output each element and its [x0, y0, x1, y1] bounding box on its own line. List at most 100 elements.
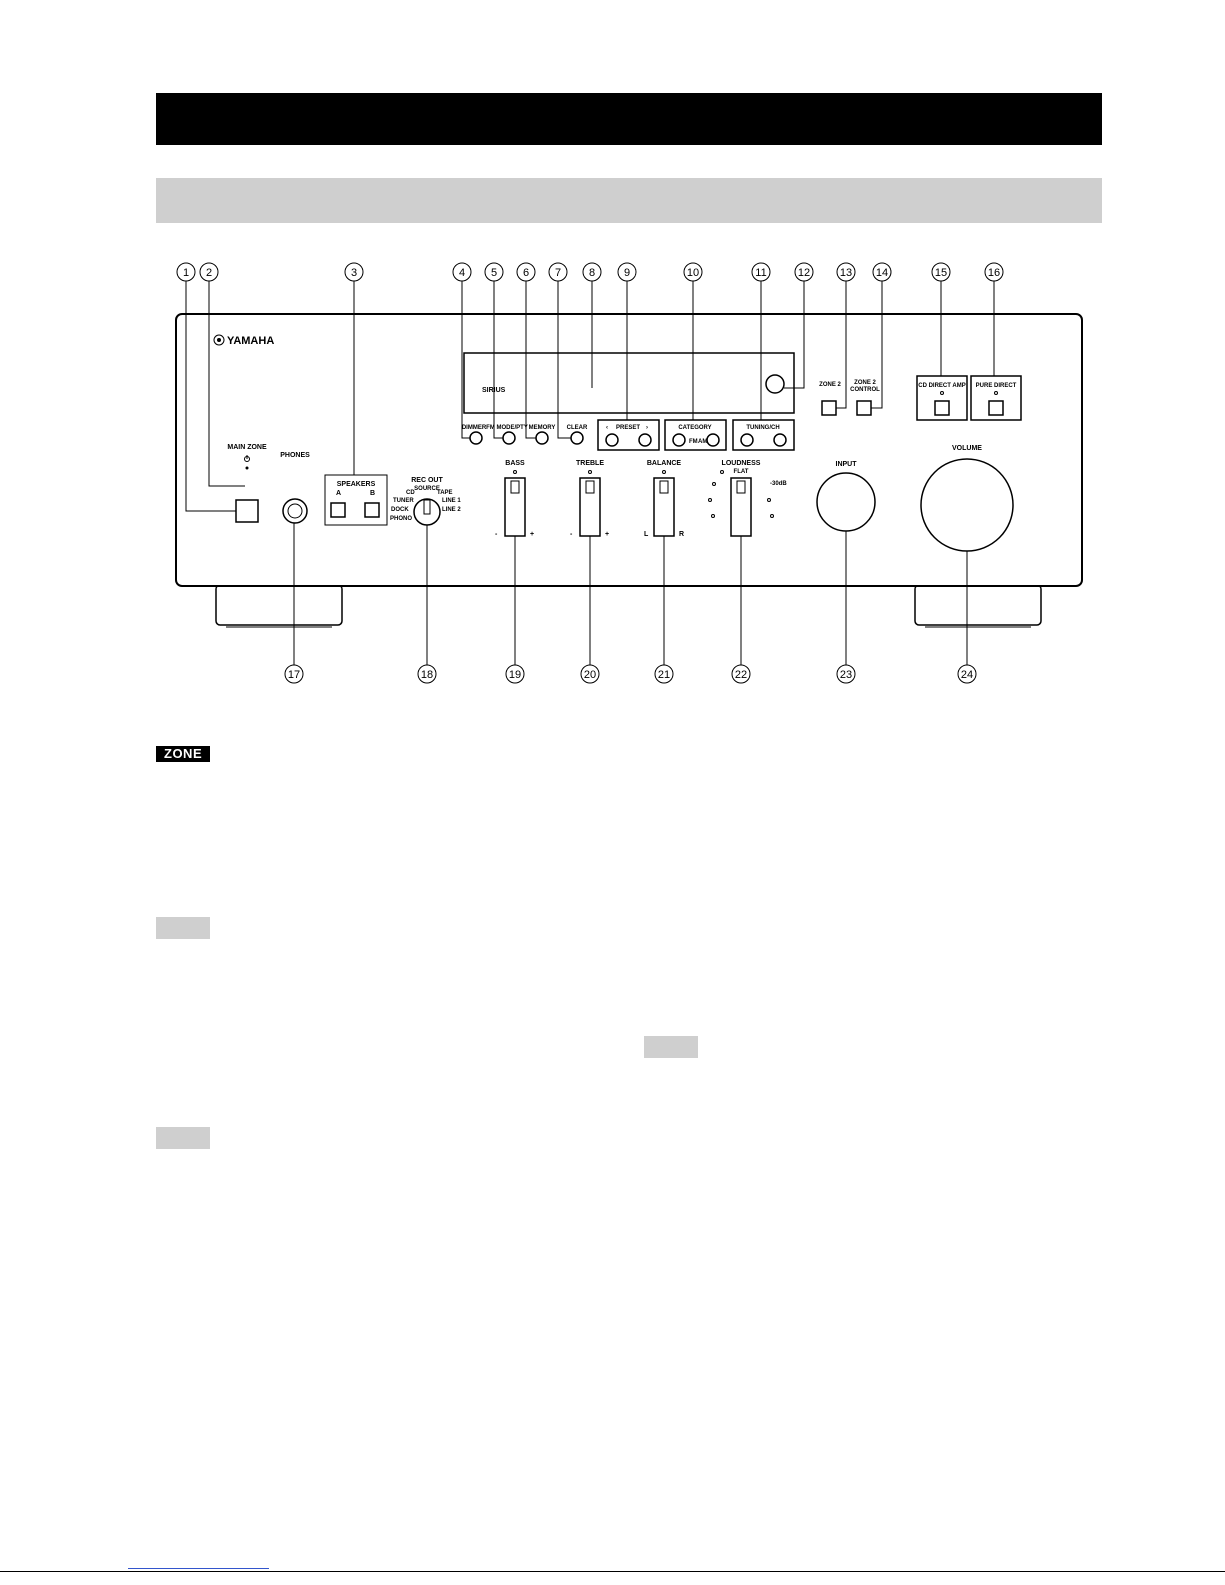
- svg-text:BALANCE: BALANCE: [647, 460, 682, 467]
- callout-4: 4: [452, 262, 472, 282]
- callout-24: 24: [957, 664, 977, 684]
- speaker-b-button[interactable]: [364, 502, 380, 518]
- front-display: [463, 352, 795, 414]
- remote-sensor: [765, 374, 785, 394]
- tuning-group: [732, 419, 795, 451]
- svg-text:19: 19: [509, 669, 521, 681]
- svg-text:MEMORY: MEMORY: [529, 425, 556, 431]
- callout-6: 6: [516, 262, 536, 282]
- callout-8: 8: [582, 262, 602, 282]
- note-tab-1: [156, 917, 210, 939]
- svg-text:+: +: [530, 531, 534, 538]
- svg-text:17: 17: [288, 669, 300, 681]
- svg-text:CATEGORY: CATEGORY: [678, 425, 711, 431]
- svg-text:DOCK: DOCK: [391, 507, 409, 513]
- svg-text:DIMMER: DIMMER: [462, 425, 487, 431]
- svg-text:7: 7: [555, 267, 561, 279]
- callout-1: 1: [176, 262, 196, 282]
- svg-text:TREBLE: TREBLE: [576, 460, 604, 467]
- callout-15: 15: [931, 262, 951, 282]
- svg-text:TUNER: TUNER: [393, 498, 414, 504]
- power-indicator: [245, 466, 249, 470]
- svg-text:PRESET: PRESET: [616, 425, 640, 431]
- callout-19: 19: [505, 664, 525, 684]
- standby-icon: [244, 455, 250, 462]
- zone-tag: ZONE: [156, 746, 211, 762]
- svg-text:L: L: [644, 531, 649, 538]
- svg-text:-: -: [495, 531, 498, 538]
- svg-text:YAMAHA: YAMAHA: [227, 335, 274, 347]
- callout-2: 2: [199, 262, 219, 282]
- left-foot: [215, 584, 343, 626]
- svg-text:2: 2: [206, 267, 212, 279]
- right-foot: [914, 584, 1042, 626]
- svg-text:AM: AM: [698, 439, 707, 445]
- footer-rule: [0, 1571, 1225, 1572]
- svg-text:CD DIRECT AMP: CD DIRECT AMP: [918, 383, 965, 389]
- svg-text:24: 24: [961, 669, 973, 681]
- pure-direct-button[interactable]: [988, 400, 1004, 416]
- preset-next-button[interactable]: [638, 433, 652, 447]
- preset-group: [597, 419, 660, 451]
- svg-text:9: 9: [624, 267, 630, 279]
- callout-row-bottom: 17 18 19 20 21 22 23 24: [284, 664, 977, 684]
- svg-text:PHONES: PHONES: [280, 452, 310, 459]
- callout-14: 14: [872, 262, 892, 282]
- category-down-button[interactable]: [672, 433, 686, 447]
- callout-22: 22: [731, 664, 751, 684]
- footer-link-underline[interactable]: [128, 1568, 269, 1569]
- callout-7: 7: [548, 262, 568, 282]
- callout-row-top: 1 2 3 4 5 6 7 8 9 10 11 12 13 14 15 16: [176, 262, 1004, 282]
- phones-jack[interactable]: [282, 498, 308, 524]
- tuning-down-button[interactable]: [740, 433, 754, 447]
- callout-21: 21: [654, 664, 674, 684]
- svg-text:INPUT: INPUT: [836, 461, 858, 468]
- svg-text:R: R: [679, 531, 684, 538]
- svg-text:BASS: BASS: [505, 460, 525, 467]
- svg-text:16: 16: [988, 267, 1000, 279]
- svg-text:LINE 2: LINE 2: [442, 507, 461, 513]
- svg-text:15: 15: [935, 267, 947, 279]
- note-tab-3: [156, 1127, 210, 1149]
- callout-10: 10: [683, 262, 703, 282]
- svg-text:23: 23: [840, 669, 852, 681]
- cd-direct-amp-button[interactable]: [934, 400, 950, 416]
- svg-text:SOURCE: SOURCE: [414, 486, 440, 492]
- tuning-up-button[interactable]: [773, 433, 787, 447]
- svg-text:14: 14: [876, 267, 888, 279]
- svg-text:22: 22: [735, 669, 747, 681]
- svg-text:TUNING/CH: TUNING/CH: [746, 425, 779, 431]
- svg-text:20: 20: [584, 669, 596, 681]
- category-group: [664, 419, 727, 451]
- svg-text:ZONE 2: ZONE 2: [819, 382, 841, 388]
- callout-5: 5: [484, 262, 504, 282]
- svg-text:1: 1: [183, 267, 189, 279]
- section-header-bar: [156, 93, 1102, 145]
- svg-text:-: -: [570, 531, 573, 538]
- callout-3: 3: [344, 262, 364, 282]
- pure-direct-group: [970, 375, 1022, 421]
- subsection-header-bar: [156, 178, 1102, 223]
- svg-text:3: 3: [351, 267, 357, 279]
- category-up-button[interactable]: [706, 433, 720, 447]
- svg-text:12: 12: [798, 267, 810, 279]
- svg-text:11: 11: [755, 267, 766, 279]
- callout-16: 16: [984, 262, 1004, 282]
- svg-text:CD: CD: [406, 490, 415, 496]
- callout-23: 23: [836, 664, 856, 684]
- svg-text:‹: ‹: [606, 425, 608, 431]
- svg-text:B: B: [370, 490, 375, 497]
- svg-text:ZONE 2: ZONE 2: [854, 380, 876, 386]
- preset-prev-button[interactable]: [605, 433, 619, 447]
- svg-text:5: 5: [491, 267, 497, 279]
- svg-text:21: 21: [658, 669, 670, 681]
- svg-text:A: A: [336, 490, 341, 497]
- svg-text:4: 4: [459, 267, 465, 279]
- svg-text:10: 10: [687, 267, 699, 279]
- speaker-a-button[interactable]: [330, 502, 346, 518]
- svg-text:FLAT: FLAT: [734, 469, 749, 475]
- svg-text:+: +: [605, 531, 609, 538]
- svg-text:FM: FM: [689, 439, 698, 445]
- svg-text:CLEAR: CLEAR: [567, 425, 588, 431]
- note-tab-2: [644, 1036, 698, 1058]
